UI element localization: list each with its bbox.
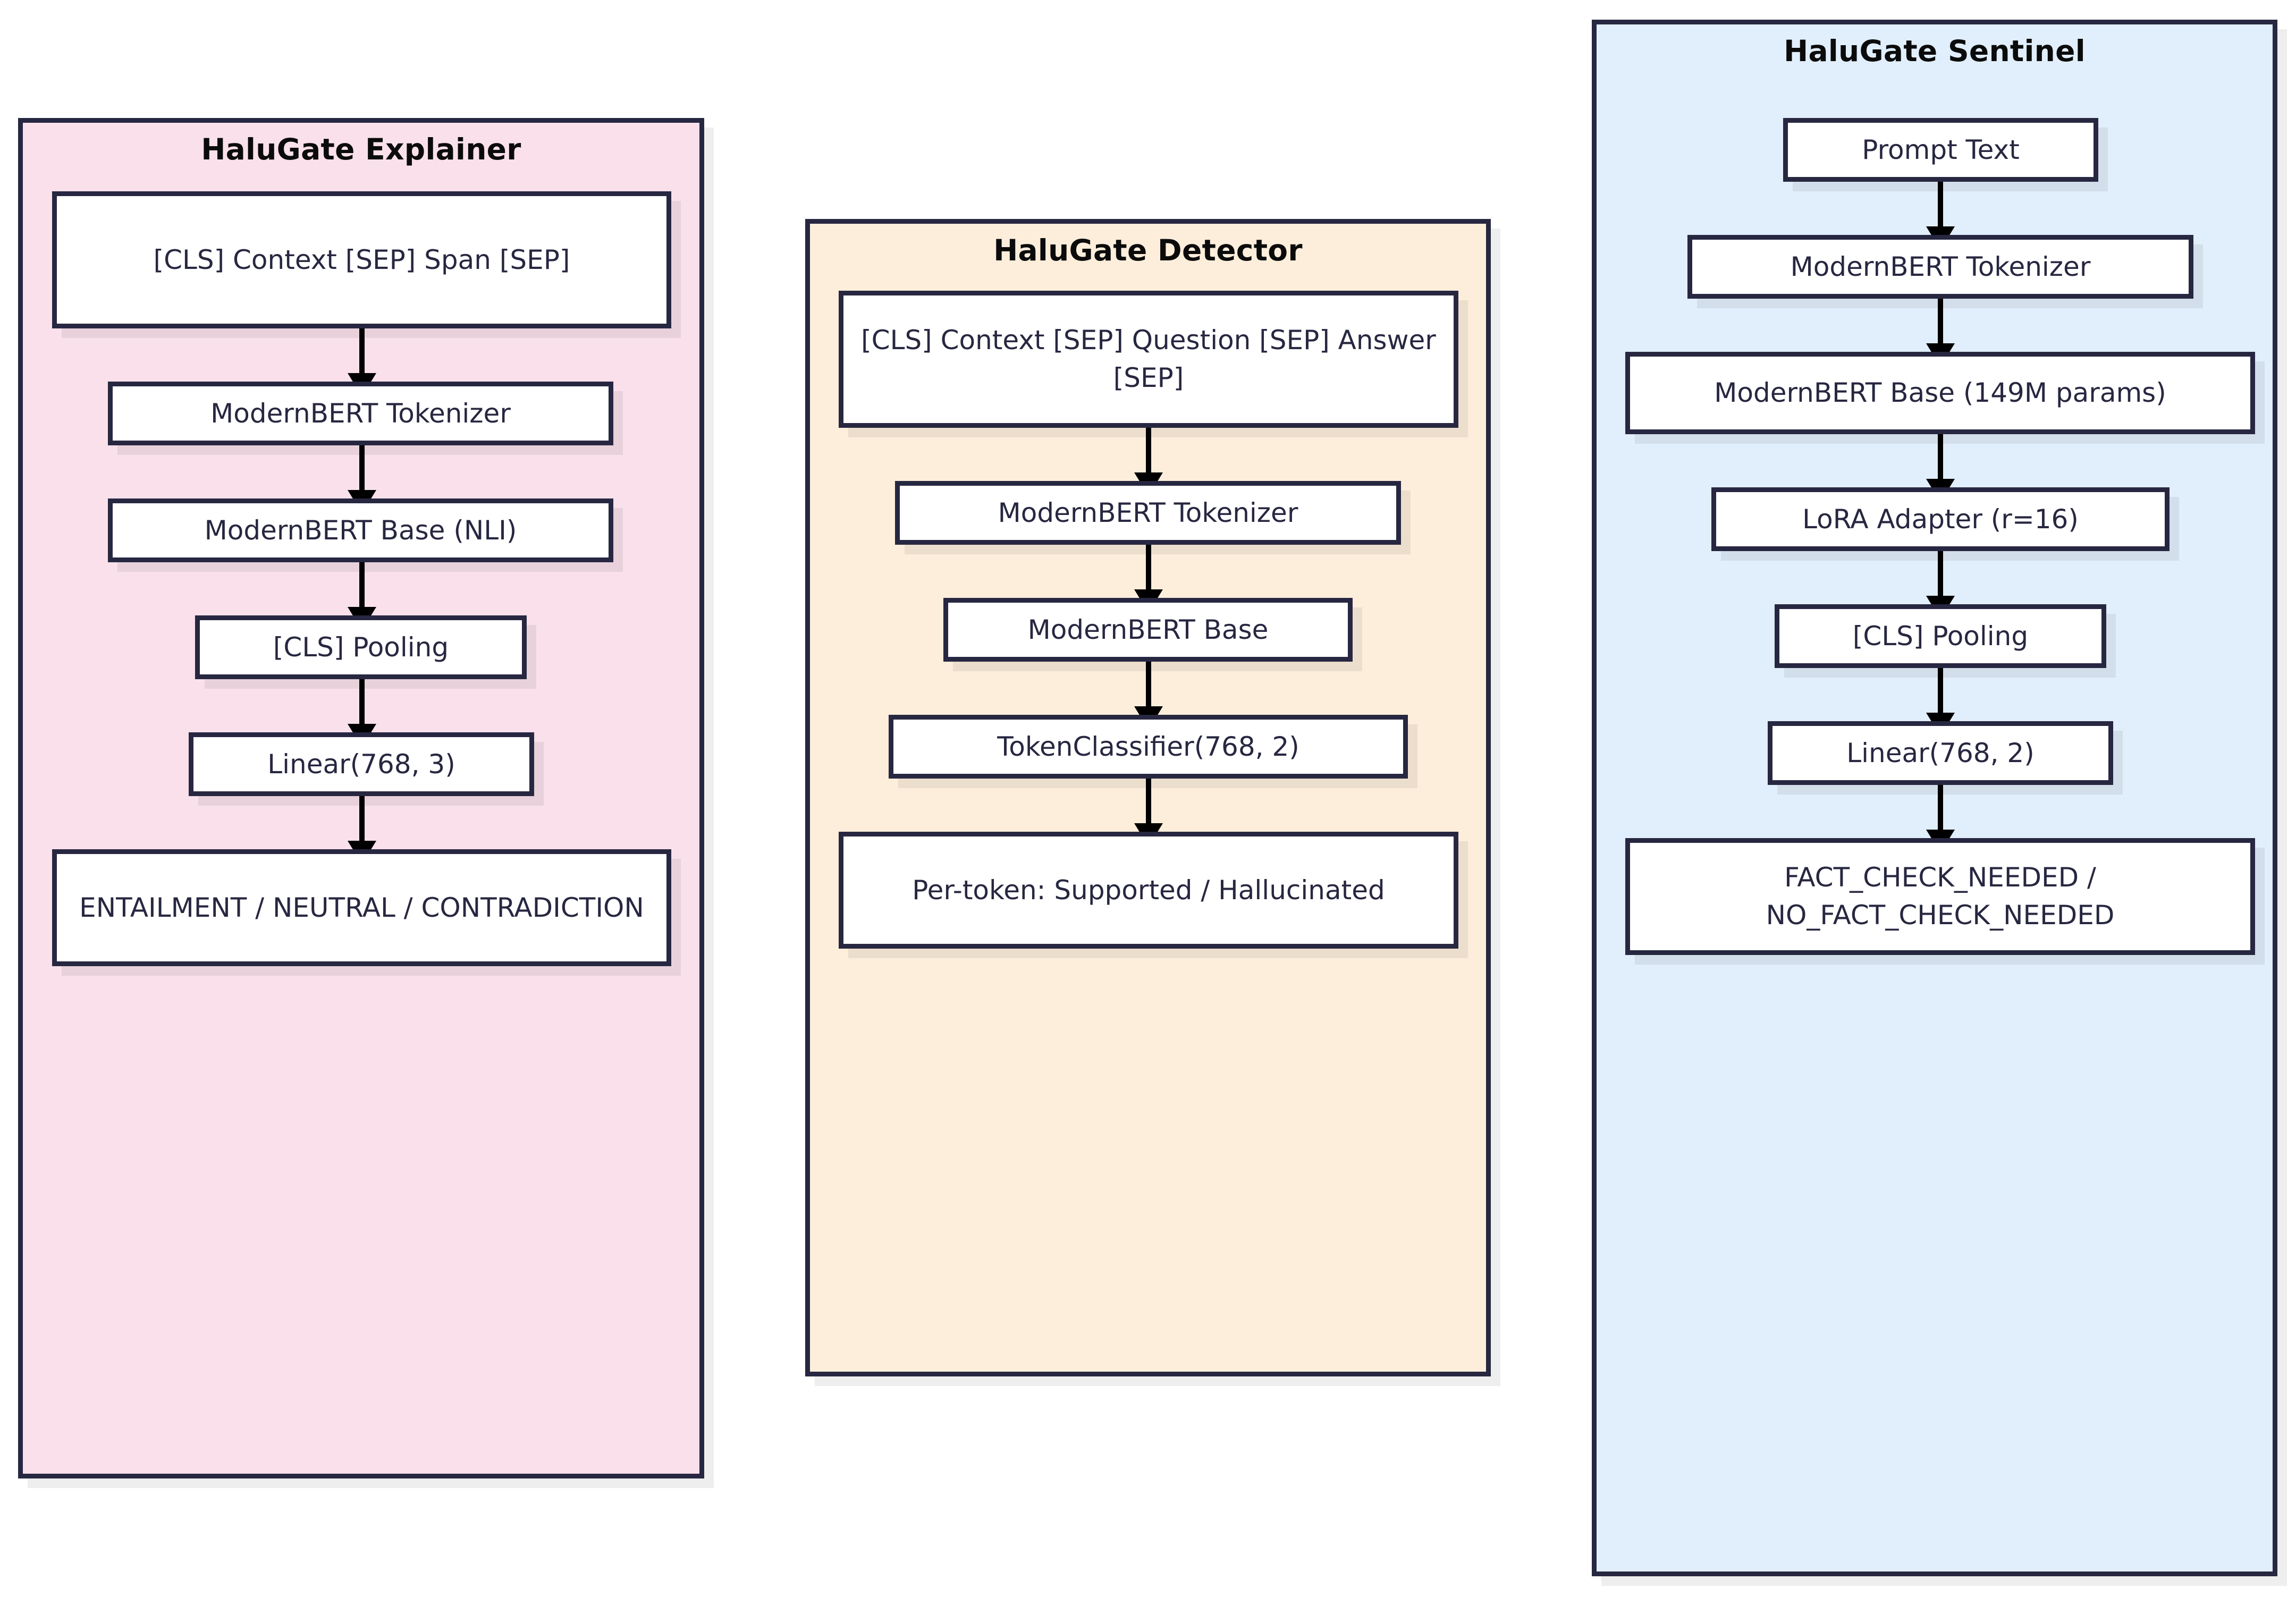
node-det-tokenizer: ModernBERT Tokenizer [895,481,1401,545]
node-label: TokenClassifier(768, 2) [997,731,1299,762]
node-det-output: Per-token: Supported / Hallucinated [839,832,1458,949]
node-sen-pooling: [CLS] Pooling [1775,604,2106,668]
node-label: ENTAILMENT / NEUTRAL / CONTRADICTION [79,892,644,923]
node-label: Prompt Text [1862,134,2020,165]
node-label: ModernBERT Base [1027,614,1269,645]
node-label: [CLS] Context [SEP] Span [SEP] [153,244,570,275]
subgraph-title-sentinel: HaluGate Sentinel [1784,34,2086,68]
node-sen-linear: Linear(768, 2) [1768,721,2113,785]
node-label: Linear(768, 3) [267,748,455,780]
node-label: ModernBERT Tokenizer [998,497,1298,528]
node-label: [CLS] Pooling [273,631,449,663]
node-sen-base: ModernBERT Base (149M params) [1625,352,2255,434]
node-det-classifier: TokenClassifier(768, 2) [889,715,1408,779]
node-label: ModernBERT Tokenizer [210,398,511,429]
node-sen-tokenizer: ModernBERT Tokenizer [1687,235,2193,299]
node-exp-tokenizer: ModernBERT Tokenizer [108,382,613,445]
node-sen-output: FACT_CHECK_NEEDED / NO_FACT_CHECK_NEEDED [1625,838,2255,955]
node-exp-pooling: [CLS] Pooling [195,615,527,679]
node-det-base: ModernBERT Base [943,598,1353,662]
node-exp-output: ENTAILMENT / NEUTRAL / CONTRADICTION [52,849,671,966]
node-label: LoRA Adapter (r=16) [1802,503,2079,535]
node-label: FACT_CHECK_NEEDED / NO_FACT_CHECK_NEEDED [1766,862,2115,931]
node-label: [CLS] Context [SEP] Question [SEP] Answe… [861,325,1436,393]
subgraph-title-detector: HaluGate Detector [993,233,1303,267]
node-label: ModernBERT Tokenizer [1790,251,2091,282]
node-exp-input: [CLS] Context [SEP] Span [SEP] [52,191,671,328]
subgraph-title-explainer: HaluGate Explainer [201,132,521,166]
node-label: ModernBERT Base (149M params) [1714,377,2166,408]
node-label: [CLS] Pooling [1852,620,2029,652]
node-label: Linear(768, 2) [1846,737,2035,768]
node-sen-lora: LoRA Adapter (r=16) [1711,487,2170,551]
node-sen-prompt: Prompt Text [1783,118,2098,182]
node-det-input: [CLS] Context [SEP] Question [SEP] Answe… [839,291,1458,428]
node-exp-linear: Linear(768, 3) [189,732,534,796]
node-label: ModernBERT Base (NLI) [204,514,517,546]
node-label: Per-token: Supported / Hallucinated [912,874,1385,906]
node-exp-base: ModernBERT Base (NLI) [108,498,613,562]
